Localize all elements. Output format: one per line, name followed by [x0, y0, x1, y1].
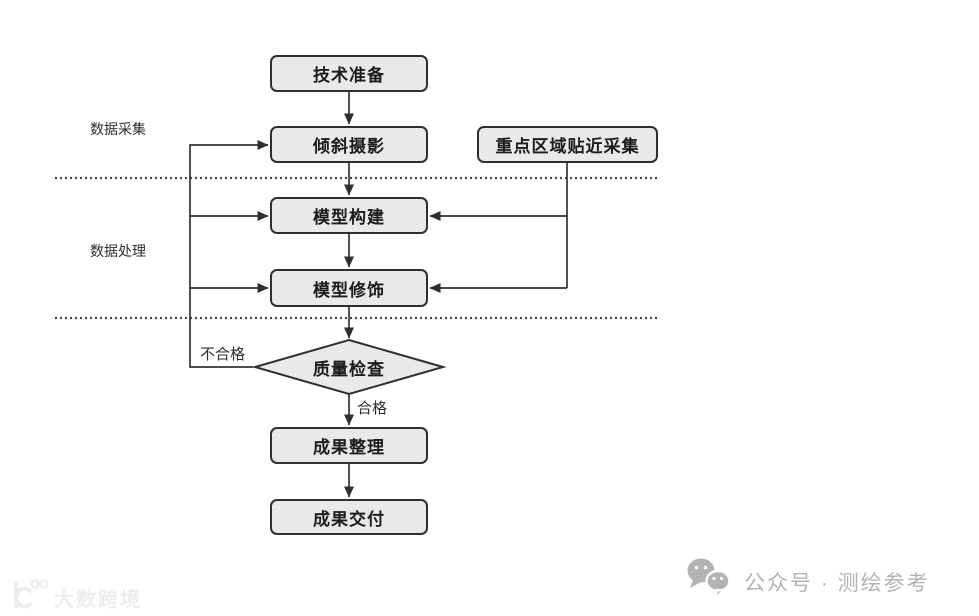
node-key-area-capture: 重点区域贴近采集 [477, 126, 658, 163]
dashu-100-logo-icon [8, 576, 49, 616]
node-quality-check: 质量检查 [313, 359, 385, 379]
key-area-connectors [429, 163, 568, 293]
phase-label-data-processing: 数据处理 [90, 243, 146, 259]
node-tech-prep: 技术准备 [270, 55, 428, 92]
node-result-organize: 成果整理 [270, 427, 428, 464]
phase-label-data-collection: 数据采集 [90, 121, 146, 137]
watermark-account-text: 公众号 · 测绘参考 [744, 571, 930, 595]
watermark-account: 公众号 · 测绘参考 [686, 557, 930, 606]
node-model-build: 模型构建 [270, 197, 428, 234]
watermark-brand-text: 大数跨境 [54, 588, 142, 611]
decision-diamond-shape [251, 338, 447, 396]
edge-label-fail: 不合格 [200, 346, 246, 363]
edge-label-pass: 合格 [357, 400, 388, 417]
node-oblique-photography: 倾斜摄影 [270, 126, 428, 163]
watermark-brand: 大数跨境 [8, 576, 142, 616]
node-model-refine: 模型修饰 [270, 269, 428, 307]
node-result-deliver: 成果交付 [270, 499, 428, 535]
fail-feedback-loop [189, 140, 269, 368]
wechat-icon [686, 557, 734, 606]
